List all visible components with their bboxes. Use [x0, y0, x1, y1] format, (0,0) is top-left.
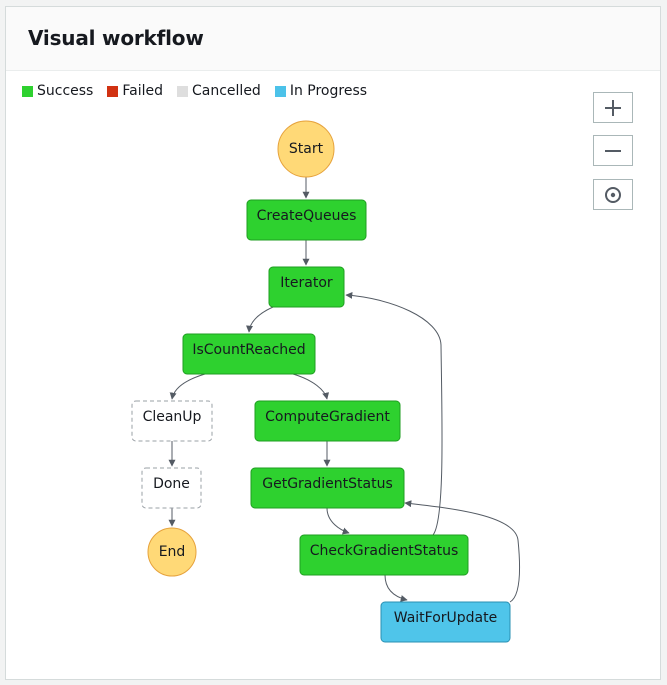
panel-title: Visual workflow [28, 26, 204, 50]
legend-label-success: Success [37, 83, 94, 99]
node-shape-iterator [268, 266, 345, 308]
legend-label-in-progress: In Progress [289, 83, 368, 99]
node-check-gradient-status[interactable]: CheckGradientStatus [299, 534, 469, 576]
node-shape-end [147, 527, 197, 577]
legend-item-in-progress: In Progress [274, 83, 368, 99]
legend-swatch-failed [107, 85, 119, 97]
node-shape-compute-gradient [254, 400, 401, 442]
node-label-clean-up: CleanUp [143, 409, 202, 425]
node-shape-clean-up [131, 400, 213, 442]
node-shape-start [277, 120, 335, 178]
node-get-gradient-status[interactable]: GetGradientStatus [250, 467, 405, 509]
panel-header: Visual workflow [6, 7, 660, 71]
node-clean-up[interactable]: CleanUp [131, 400, 213, 442]
legend-label-failed: Failed [122, 83, 163, 99]
plus-icon [605, 99, 621, 116]
node-shape-done [141, 467, 202, 509]
center-button[interactable] [593, 179, 633, 210]
legend-swatch-cancelled [177, 85, 188, 97]
node-iterator[interactable]: Iterator [268, 266, 345, 308]
node-end[interactable]: End [147, 527, 197, 577]
node-is-count-reached[interactable]: IsCountReached [182, 333, 316, 375]
legend-swatch-in-progress [274, 85, 286, 97]
legend-item-success: Success [22, 83, 93, 99]
node-label-create-queues: CreateQueues [257, 208, 357, 224]
zoom-in-button[interactable] [593, 92, 633, 123]
node-label-compute-gradient: ComputeGradient [265, 409, 390, 425]
edge-check-gradient-status-to-wait-for-update [384, 574, 408, 602]
edge-wait-for-update-to-get-gradient-status [404, 500, 520, 603]
node-shape-get-gradient-status [250, 467, 405, 509]
node-compute-gradient[interactable]: ComputeGradient [254, 400, 401, 442]
node-shape-wait-for-update [380, 601, 511, 643]
node-label-wait-for-update: WaitForUpdate [394, 610, 497, 626]
legend-item-cancelled: Cancelled [177, 83, 261, 99]
node-shape-check-gradient-status [299, 534, 469, 576]
node-shape-create-queues [246, 199, 367, 241]
node-shape-is-count-reached [182, 333, 316, 375]
zoom-out-button[interactable] [593, 135, 633, 166]
node-start[interactable]: Start [277, 120, 335, 178]
minus-icon [605, 149, 621, 152]
edge-get-gradient-status-to-check-gradient-status [326, 507, 350, 535]
node-label-check-gradient-status: CheckGradientStatus [310, 543, 459, 559]
node-label-is-count-reached: IsCountReached [192, 342, 305, 358]
edge-is-count-reached-to-compute-gradient [292, 373, 330, 400]
legend-swatch-success [22, 85, 33, 97]
node-label-get-gradient-status: GetGradientStatus [262, 476, 393, 492]
edge-check-gradient-status-to-iterator [345, 291, 443, 536]
edge-iterator-to-is-count-reached [246, 306, 274, 333]
legend-label-cancelled: Cancelled [192, 83, 261, 99]
node-wait-for-update[interactable]: WaitForUpdate [380, 601, 511, 643]
legend: Success Failed Cancelled In Progress [22, 83, 381, 99]
node-label-end: End [159, 544, 186, 560]
node-label-start: Start [289, 141, 324, 157]
node-label-iterator: Iterator [280, 275, 333, 291]
node-create-queues[interactable]: CreateQueues [246, 199, 367, 241]
target-icon [605, 186, 621, 203]
edge-is-count-reached-to-clean-up [169, 373, 206, 400]
legend-item-failed: Failed [107, 83, 163, 99]
node-label-done: Done [153, 476, 190, 492]
node-done[interactable]: Done [141, 467, 202, 509]
